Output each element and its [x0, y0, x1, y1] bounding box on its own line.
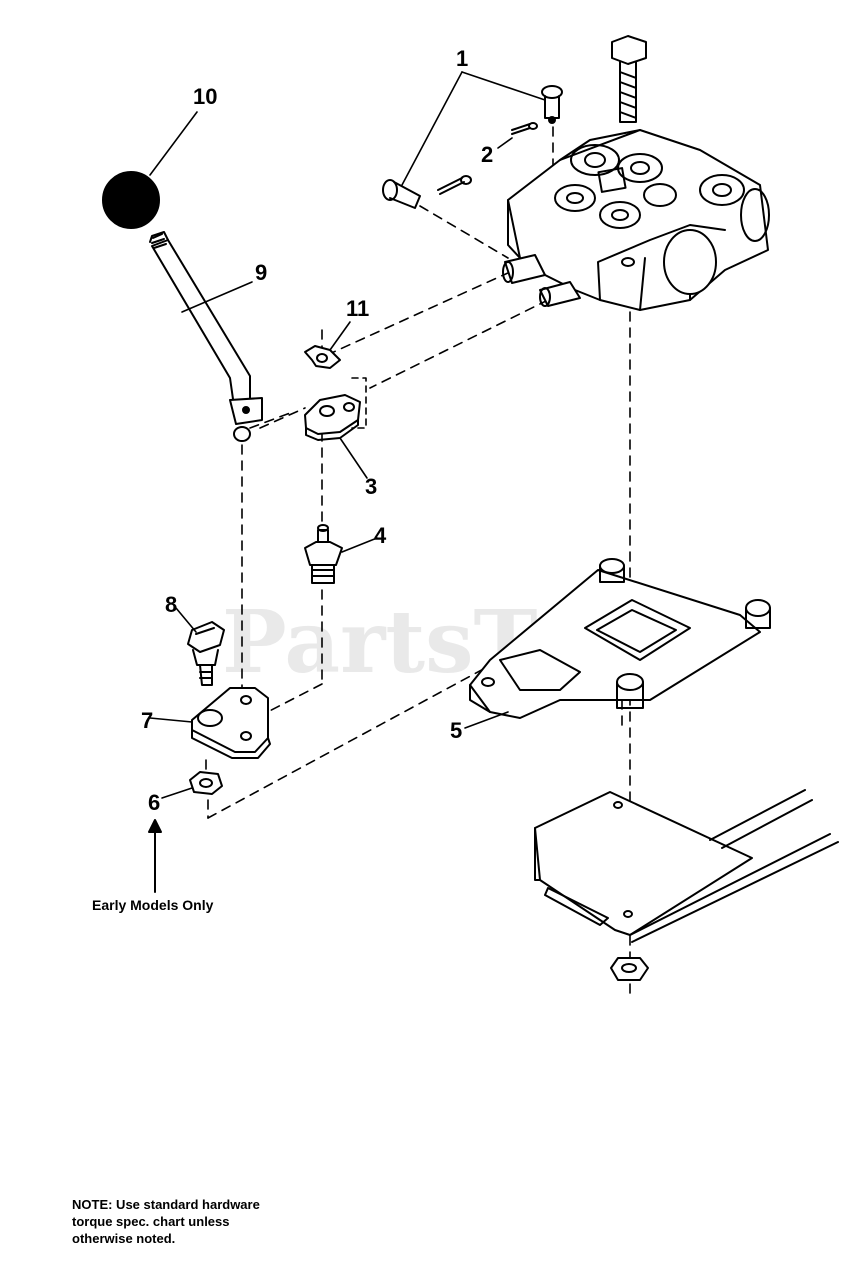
hardware-note: NOTE: Use standard hardware torque spec.…: [72, 1196, 332, 1247]
callout-9: 9: [255, 260, 267, 285]
hex-nut-bottom: [610, 957, 649, 981]
bracket-plate: [191, 687, 271, 759]
callout-8: 8: [165, 592, 177, 617]
early-models-label: Early Models Only: [92, 897, 214, 913]
valve-mounting-bolt: [611, 35, 647, 123]
frame-plate: [534, 789, 839, 943]
callout-2: 2: [481, 142, 493, 167]
control-knob: [102, 171, 160, 229]
callout-3: 3: [365, 474, 377, 499]
slotted-screw: [187, 621, 225, 686]
clevis-pin-upper: [541, 85, 563, 124]
note-line: NOTE: Use standard hardware: [72, 1197, 260, 1212]
control-lever: [149, 231, 263, 442]
link-plate: [304, 394, 361, 441]
leader-lines: [149, 71, 546, 799]
cotter-pins: [437, 122, 538, 195]
hex-nut-small: [189, 771, 223, 795]
note-line: torque spec. chart unless: [72, 1214, 230, 1229]
callout-10: 10: [193, 84, 217, 109]
callout-5: 5: [450, 718, 462, 743]
stud: [304, 524, 343, 584]
retaining-clip: [304, 345, 341, 369]
callout-7: 7: [141, 708, 153, 733]
alignment-lines: [205, 126, 631, 1001]
note-line: otherwise noted.: [72, 1231, 176, 1246]
clevis-pin-lower: [382, 179, 421, 209]
callout-6: 6: [148, 790, 160, 815]
callout-11: 11: [346, 296, 369, 321]
callout-1: 1: [456, 46, 468, 71]
callout-4: 4: [374, 523, 387, 548]
control-valve-body: [502, 129, 770, 311]
early-models-arrow: [148, 819, 162, 893]
mounting-plate: [469, 558, 771, 719]
